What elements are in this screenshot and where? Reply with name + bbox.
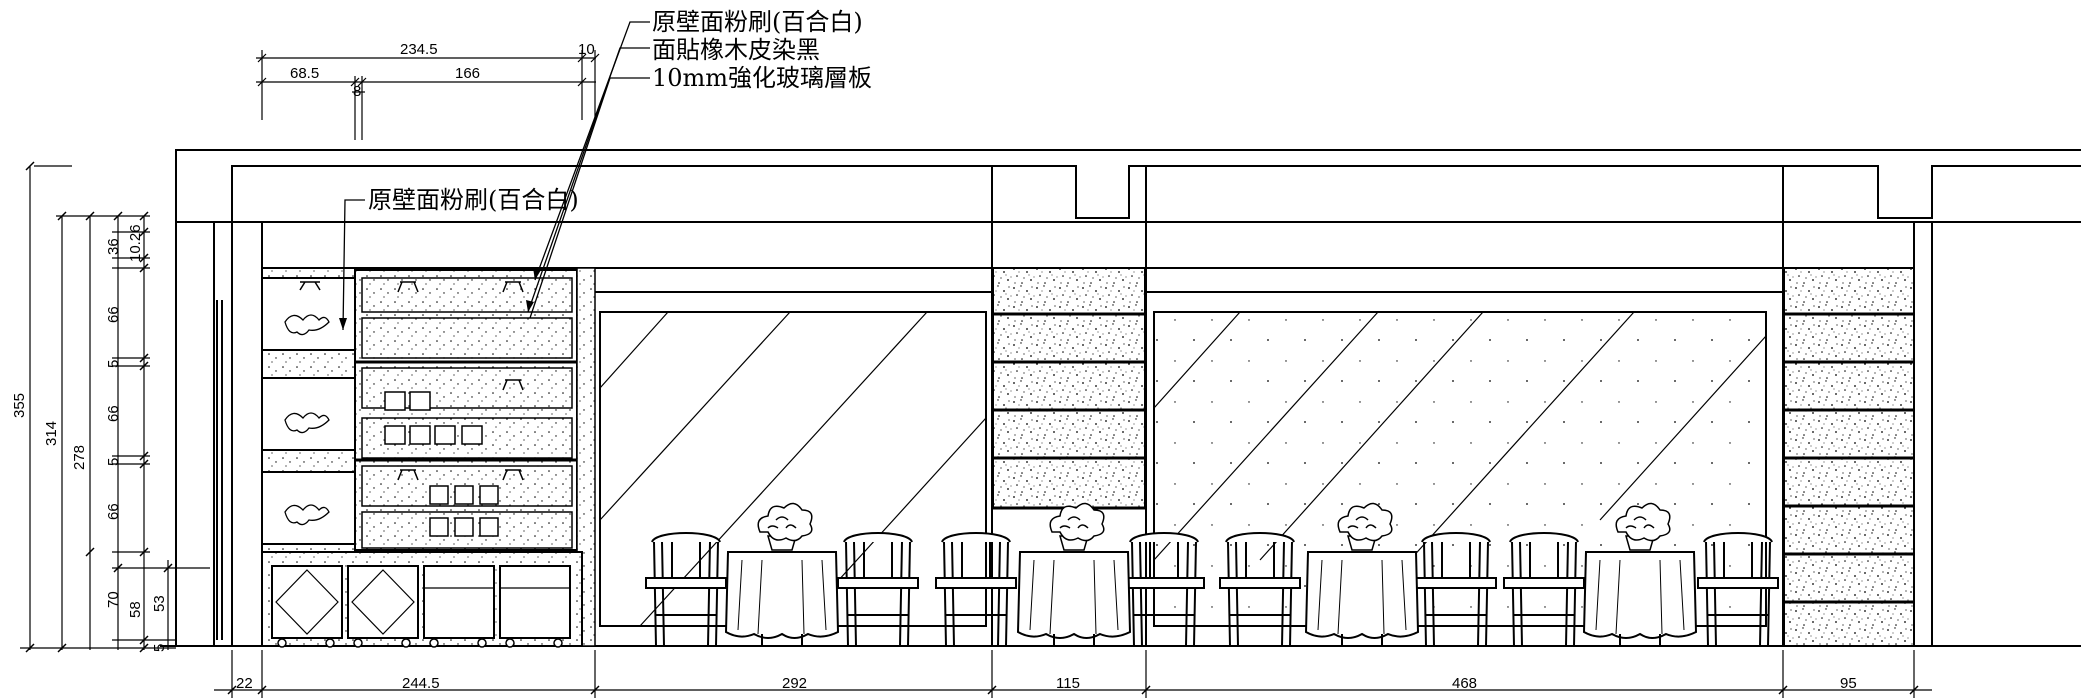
flower-arrangement-4: [1615, 502, 1671, 551]
chair-7: [1503, 532, 1585, 647]
dim-bottom-5: 468: [1452, 675, 1477, 692]
bottom-dimension-ticks: [227, 685, 1919, 695]
dim-top-left: 68.5: [290, 65, 319, 82]
dim-left-66-c: 66: [105, 503, 122, 520]
dim-left-66-b: 66: [105, 405, 122, 422]
dim-left-53: 53: [151, 595, 168, 612]
top-dimension-lines: [256, 50, 600, 140]
left-dimension-ticks: [25, 161, 173, 653]
dim-left-5-c: 5: [151, 644, 168, 652]
dim-left-355: 355: [11, 393, 28, 418]
chair-3: [935, 532, 1017, 647]
stone-column-center: [992, 267, 1146, 510]
dim-left-10-26: 10.26: [127, 224, 144, 262]
dim-left-58: 58: [127, 601, 144, 618]
table-4: [1582, 551, 1698, 646]
dim-bottom-1: 22: [236, 675, 253, 692]
dim-top-right: 10: [578, 41, 595, 58]
callout-top-3: 10mm強化玻璃層板: [652, 64, 872, 92]
dim-left-36: 36: [105, 238, 122, 255]
dim-left-66-a: 66: [105, 306, 122, 323]
dim-left-278: 278: [71, 445, 88, 470]
dining-furniture: [645, 502, 1779, 647]
chair-2: [837, 532, 919, 647]
dim-top-total: 234.5: [400, 41, 438, 58]
dim-bottom-2: 244.5: [402, 675, 440, 692]
dim-bottom-6: 95: [1840, 675, 1857, 692]
flower-arrangement-2: [1049, 502, 1105, 551]
dim-top-mid: 166: [455, 65, 480, 82]
dim-bottom-3: 292: [782, 675, 807, 692]
flower-arrangement-3: [1337, 502, 1393, 551]
flower-arrangement-1: [757, 502, 813, 551]
chair-8: [1697, 532, 1779, 647]
callout-leaders: [342, 21, 650, 331]
table-1: [724, 551, 840, 646]
upper-beam: [582, 267, 1783, 293]
dim-left-70: 70: [105, 591, 122, 608]
callout-left: 原壁面粉刷(百合白): [368, 186, 579, 214]
dim-top-small: 8: [353, 83, 361, 100]
callout-top-1: 原壁面粉刷(百合白): [652, 8, 863, 36]
table-2: [1016, 551, 1132, 646]
dim-left-5-b: 5: [105, 458, 122, 466]
chair-4: [1123, 532, 1205, 647]
dim-bottom-4: 115: [1056, 675, 1080, 692]
dim-left-314: 314: [43, 421, 60, 446]
left-dimension-lines: [20, 165, 210, 650]
display-cabinet: [261, 267, 596, 648]
callout-top-2: 面貼橡木皮染黑: [652, 36, 820, 64]
callout-arrowheads: [339, 268, 541, 330]
chair-5: [1219, 532, 1301, 647]
stone-column-right: [1783, 267, 1915, 647]
table-3: [1304, 551, 1420, 646]
dim-left-5-a: 5: [105, 360, 122, 368]
chair-1: [645, 532, 727, 647]
